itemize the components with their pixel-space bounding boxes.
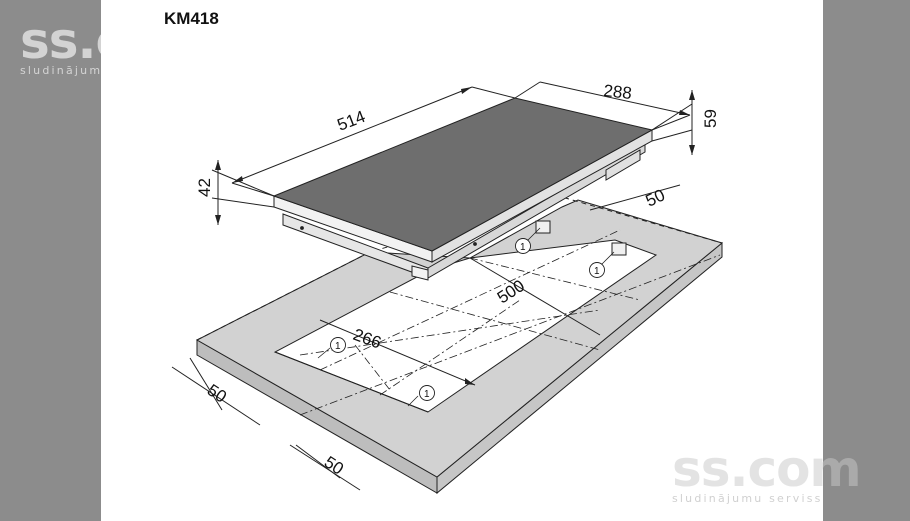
dim-height-front: 42 [195, 178, 214, 197]
model-title: KM418 [164, 9, 219, 28]
dim-cutout-length: 500 [494, 276, 528, 307]
dim-margin-front: 50 [321, 452, 347, 478]
svg-text:1: 1 [594, 266, 600, 277]
marker-left: 1 [317, 337, 346, 359]
watermark-brand: ss.com [672, 440, 862, 498]
worktop [195, 196, 724, 495]
marker-right: 1 [589, 251, 615, 278]
watermark-tagline: sludinājumu serviss [672, 492, 823, 505]
construction-lines [299, 229, 721, 416]
clip-back [535, 220, 551, 234]
svg-text:1: 1 [424, 389, 430, 400]
dim-height-back: 59 [701, 109, 720, 128]
watermark-bottom: ss.com sludinājumu serviss [672, 440, 862, 506]
svg-text:1: 1 [520, 242, 526, 253]
marker-back: 1 [515, 227, 541, 254]
dimension-lines [171, 81, 693, 491]
fixing-markers: 1 1 1 1 [317, 227, 615, 407]
marker-front: 1 [407, 385, 435, 407]
watermark-top: ss.com sludinājumu serviss [20, 12, 210, 78]
dim-cutout-width: 266 [351, 325, 384, 353]
watermark-tagline: sludinājumu serviss [20, 64, 171, 77]
svg-text:1: 1 [335, 341, 341, 352]
hob [272, 97, 654, 281]
dim-width: 288 [603, 81, 633, 103]
watermark-brand: ss.com [20, 12, 210, 70]
dimension-arrows [215, 87, 695, 385]
clip-right [611, 242, 627, 256]
